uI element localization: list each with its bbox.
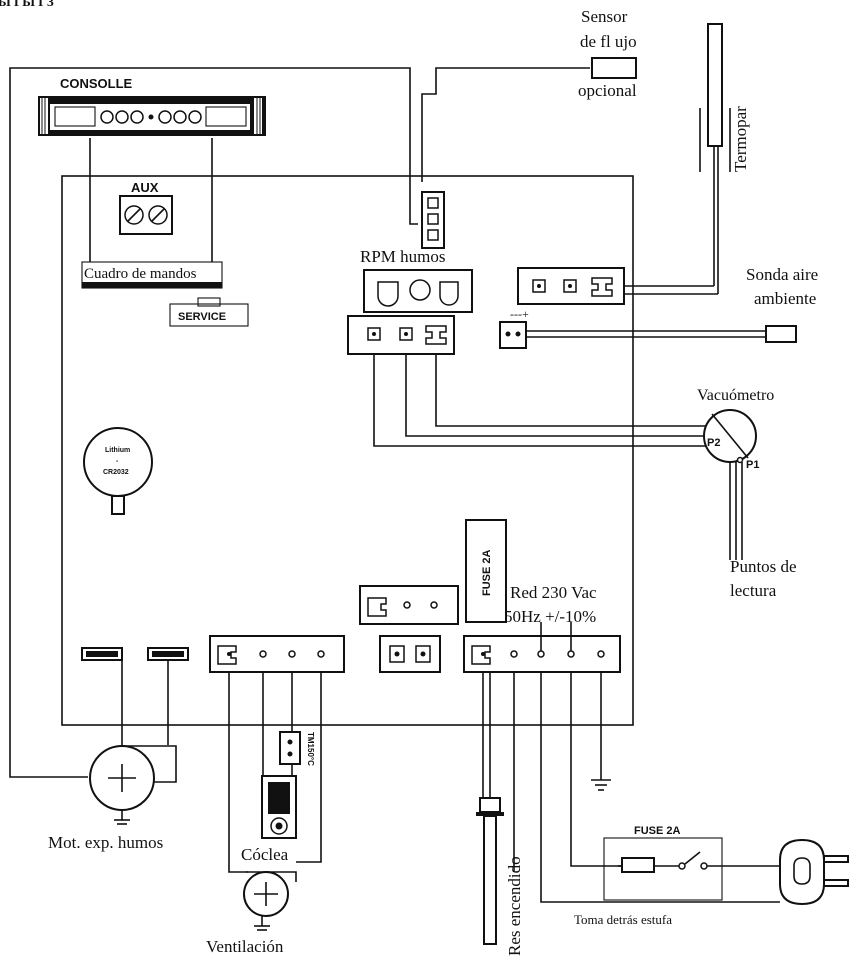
ambient-probe-connector xyxy=(499,321,527,349)
consolle-label: CONSOLLE xyxy=(60,76,133,91)
consolle-panel: CONSOLLE xyxy=(38,76,266,136)
aux-terminal xyxy=(119,195,173,235)
ventilation-fan xyxy=(243,871,297,931)
vacuometer: P2 P1 xyxy=(703,409,759,471)
exhaust-motor xyxy=(89,745,177,825)
mains-plug xyxy=(779,838,849,906)
lithium-label-2: - xyxy=(116,458,119,465)
res-encendido-label: Res encendido xyxy=(505,856,524,956)
header-fragment: Ы ГЫ ГЗ xyxy=(0,0,54,9)
flow-sensor xyxy=(591,57,637,79)
ambient-probe xyxy=(765,325,797,343)
aux-label: AUX xyxy=(131,180,159,195)
auger-fan-connector xyxy=(209,635,345,673)
board-connector-3pin xyxy=(359,585,459,625)
board-connector-2pin xyxy=(379,635,441,673)
toma-detras-label: Toma detrás estufa xyxy=(574,912,672,927)
ignition-resistor xyxy=(476,797,504,945)
puntos-label-1: Puntos de xyxy=(730,557,797,576)
board-fuse xyxy=(465,519,507,623)
puntos-label-2: lectura xyxy=(730,581,777,600)
p2-label: P2 xyxy=(707,437,720,449)
sonda-label-1: Sonda aire xyxy=(746,265,818,284)
auger-motor xyxy=(261,775,297,839)
control-board xyxy=(61,175,634,726)
rpm-humos-connector xyxy=(363,269,473,313)
red-label-2: 50Hz +/-10% xyxy=(504,607,596,626)
sensor-label-3: opcional xyxy=(578,81,637,100)
red-label-1: Red 230 Vac xyxy=(510,583,597,602)
display-left xyxy=(54,106,96,127)
vacuometer-connector xyxy=(347,315,455,355)
lithium-label-1: Lithium xyxy=(105,447,130,454)
service-connector xyxy=(169,303,249,327)
thermostat xyxy=(279,731,301,765)
thermostat-label: TM150°C xyxy=(306,732,315,766)
vacuometro-label: Vacuómetro xyxy=(697,387,774,404)
thermocouple xyxy=(699,23,731,294)
coclea-label: Cóclea xyxy=(241,845,289,864)
outlet-fuse-label: FUSE 2A xyxy=(634,825,681,837)
outlet-fuse-box xyxy=(603,837,780,901)
polarity-label: ---+ xyxy=(510,307,529,321)
lithium-label-3: CR2032 xyxy=(103,469,129,476)
sensor-label-2: de fl ujo xyxy=(580,32,637,51)
thermocouple-connector xyxy=(517,267,625,305)
sonda-label-2: ambiente xyxy=(754,289,816,308)
termopar-label: Termopar xyxy=(731,106,750,172)
lithium-battery: Lithium - CR2032 xyxy=(83,427,153,515)
p1-label: P1 xyxy=(746,459,759,471)
service-label: SERVICE xyxy=(178,311,226,323)
cuadro-de-mandos-label: Cuadro de mandos xyxy=(84,266,197,282)
ventilacion-label: Ventilación xyxy=(206,937,284,956)
rpm-flow-connector xyxy=(421,191,445,249)
mot-exp-humos-label: Mot. exp. humos xyxy=(48,833,163,852)
display-right xyxy=(205,106,247,127)
rpm-humos-label: RPM humos xyxy=(360,247,446,266)
board-fuse-label: FUSE 2A xyxy=(481,549,493,596)
mains-connector xyxy=(463,635,621,673)
sensor-label-1: Sensor xyxy=(581,7,628,26)
